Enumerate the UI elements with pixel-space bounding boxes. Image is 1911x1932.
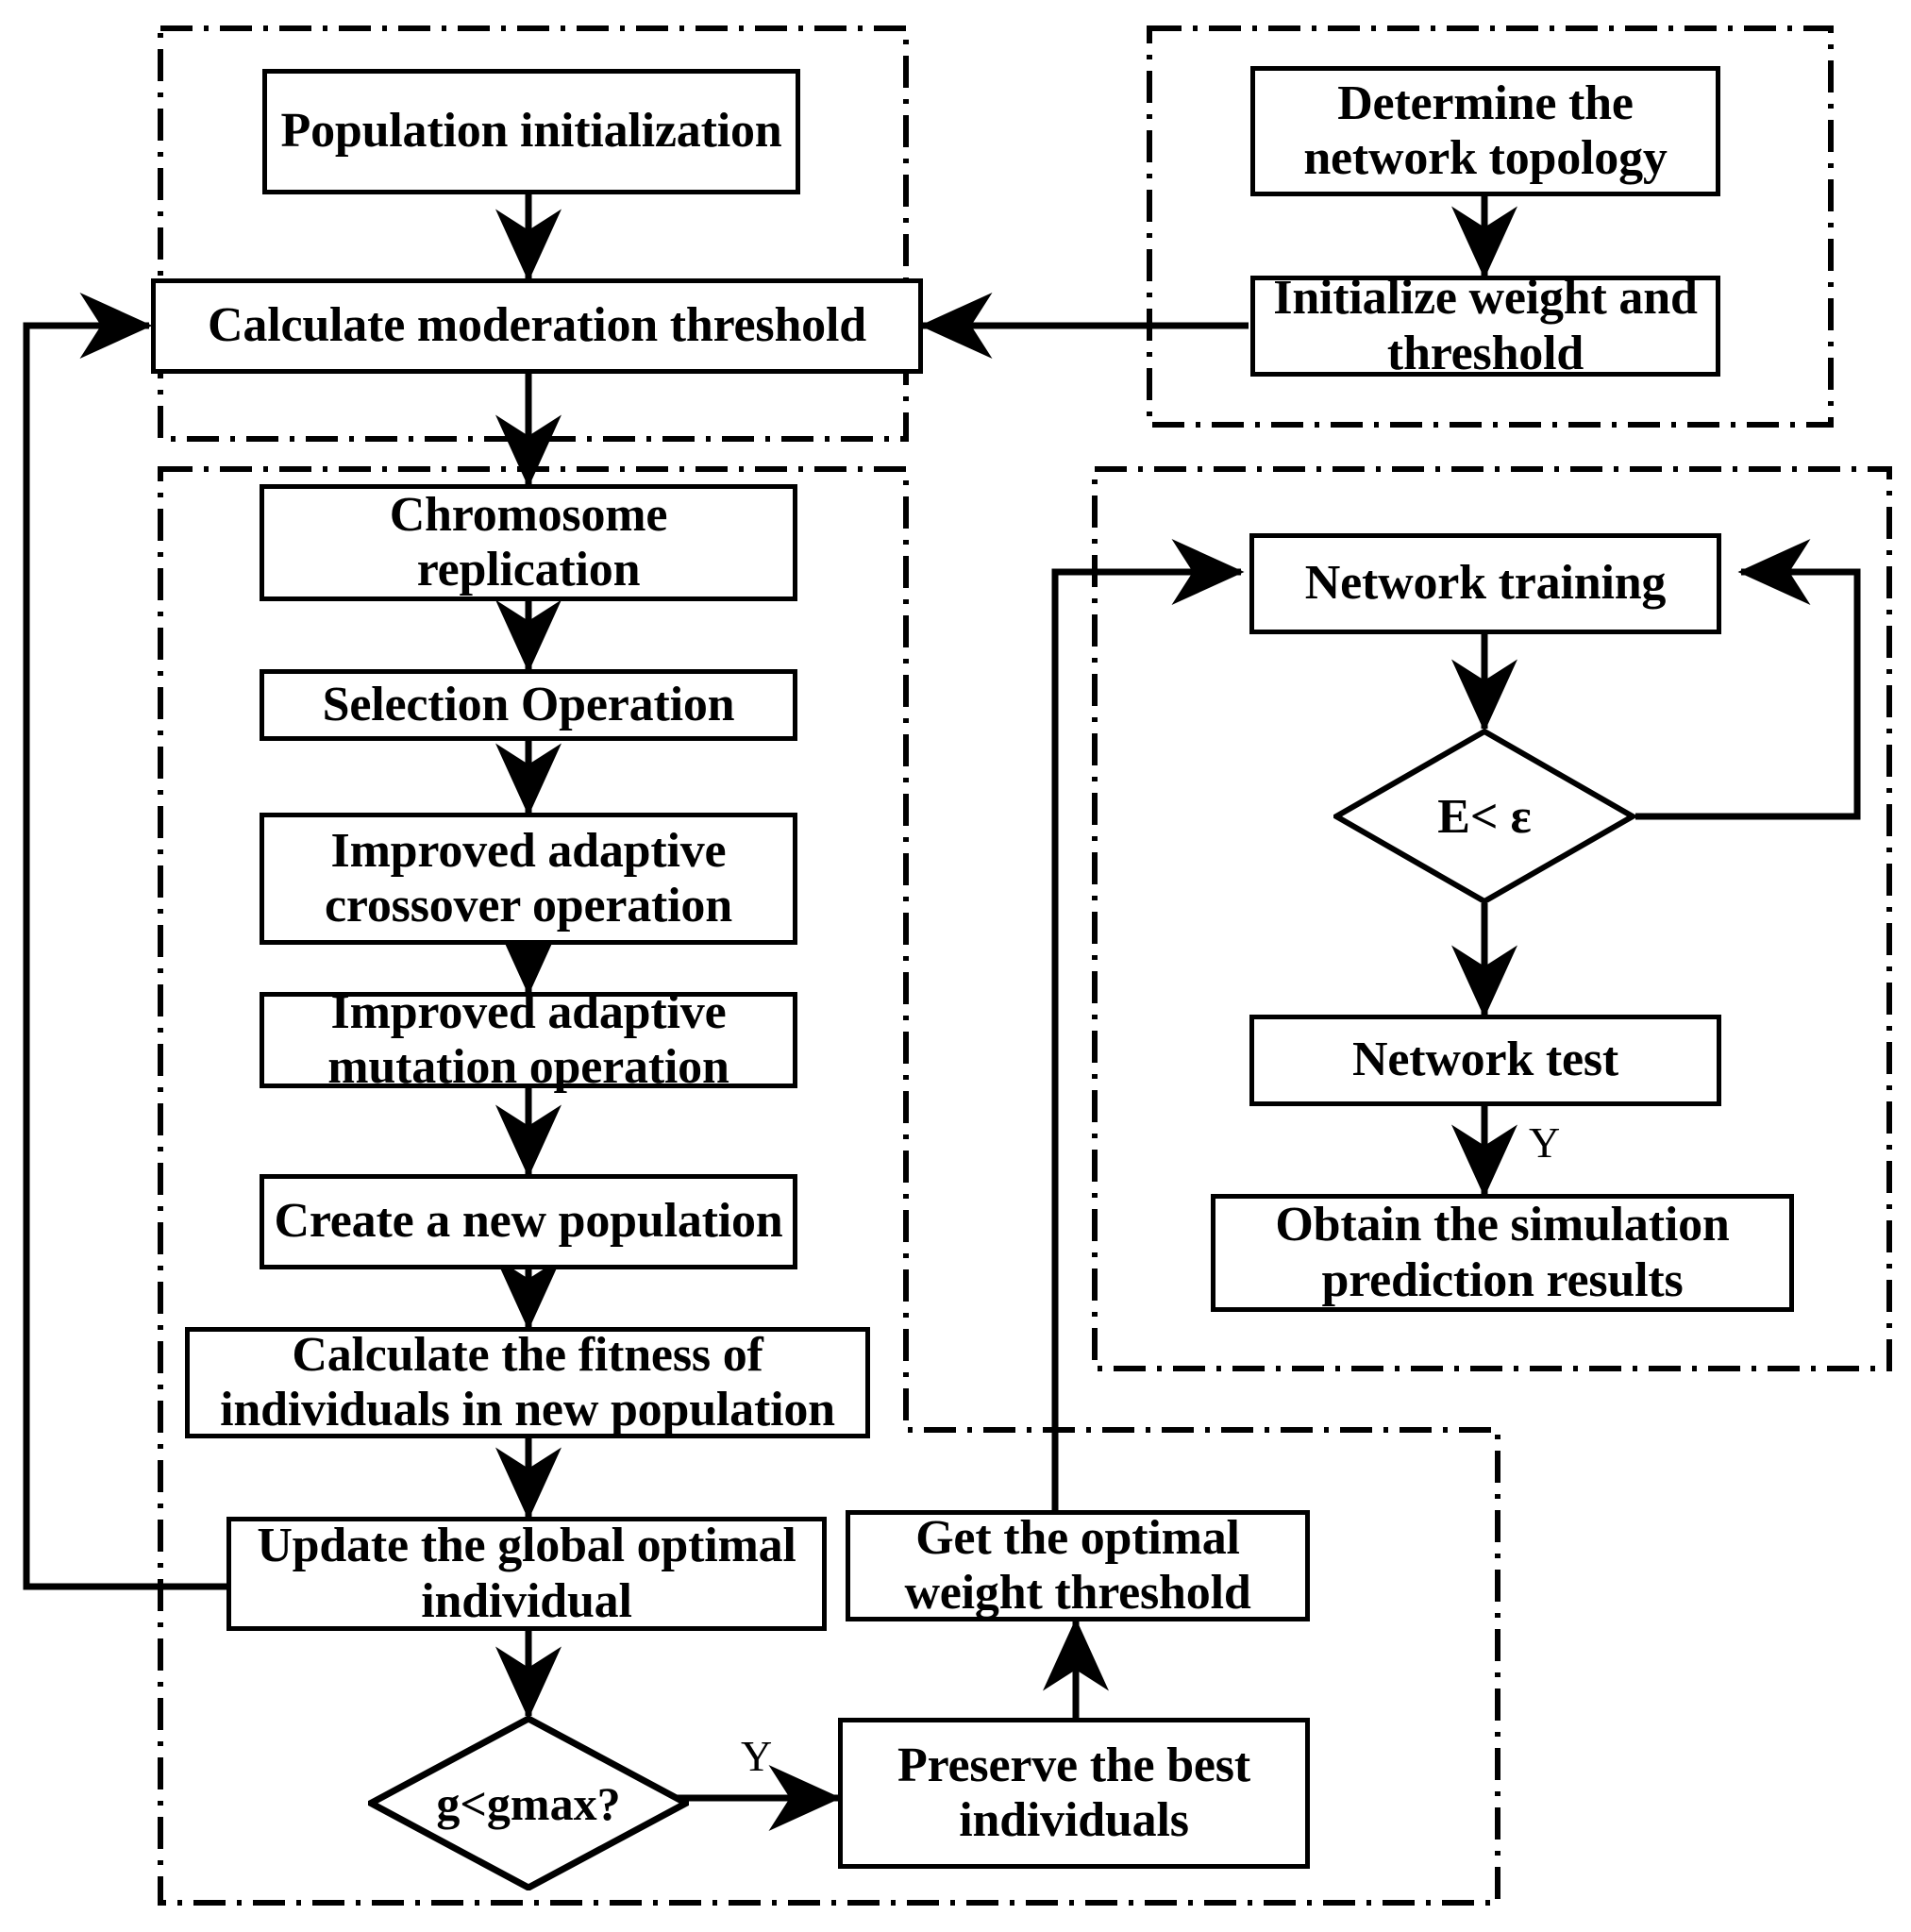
node-network-test-label: Network test <box>1351 1033 1619 1087</box>
node-network-training-label: Network training <box>1304 556 1667 611</box>
node-gmax-decision-label: g<gmax? <box>436 1776 621 1830</box>
node-calculate-moderation-threshold-label: Calculate moderation threshold <box>208 298 866 353</box>
node-network-training[interactable]: Network training <box>1249 533 1721 634</box>
node-error-decision[interactable]: E< ε <box>1333 729 1635 904</box>
node-population-initialization-label: Population initialization <box>280 104 782 159</box>
node-create-new-population-label: Create a new population <box>274 1194 783 1249</box>
edge-label-network-yes: Y <box>1529 1118 1561 1167</box>
node-error-decision-label: E< ε <box>1437 789 1532 844</box>
node-create-new-population[interactable]: Create a new population <box>260 1174 797 1269</box>
node-selection-operation[interactable]: Selection Operation <box>260 669 797 741</box>
node-population-initialization[interactable]: Population initialization <box>262 69 800 194</box>
node-gmax-decision[interactable]: g<gmax? <box>368 1716 689 1890</box>
node-network-test[interactable]: Network test <box>1249 1015 1721 1106</box>
node-selection-operation-label: Selection Operation <box>322 677 735 731</box>
edge-getweight-to-training <box>1051 539 1245 1510</box>
edge-label-gmax-yes: Y <box>741 1732 773 1780</box>
node-calculate-moderation-threshold[interactable]: Calculate moderation threshold <box>151 278 923 374</box>
